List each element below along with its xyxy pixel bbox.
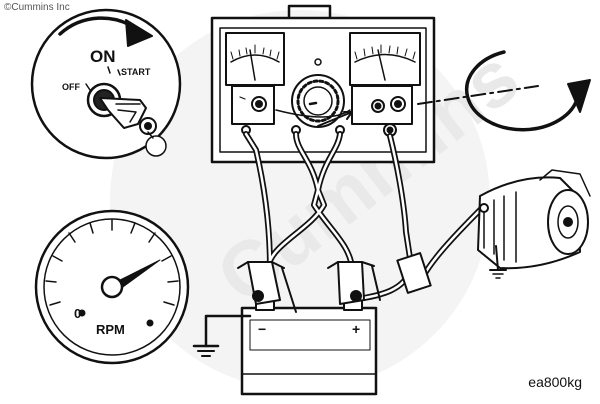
test-cables-inner bbox=[244, 132, 486, 300]
alternator-icon bbox=[477, 169, 591, 279]
ignition-off-label: OFF bbox=[62, 82, 80, 92]
battery-negative-label: − bbox=[258, 321, 266, 337]
rotation-pointer-line bbox=[417, 85, 539, 105]
right-meter bbox=[349, 32, 421, 86]
load-knob bbox=[291, 74, 345, 128]
battery-positive-label: + bbox=[352, 321, 360, 337]
inductive-pickup bbox=[396, 252, 432, 294]
rotation-arrow-icon bbox=[464, 50, 591, 132]
tachometer-unit-label: RPM bbox=[96, 322, 125, 337]
negative-clamp-icon bbox=[237, 261, 297, 313]
tachometer-zero-label: 0 bbox=[74, 306, 81, 321]
figure-id: ea800kg bbox=[528, 374, 582, 390]
ground-icon bbox=[192, 314, 252, 357]
tester-icon bbox=[210, 4, 436, 164]
ignition-switch-icon: ON START OFF bbox=[30, 8, 182, 160]
ignition-start-label: START bbox=[121, 67, 151, 77]
left-control-panel bbox=[231, 85, 275, 125]
copyright-text: ©Cummins Inc bbox=[4, 2, 70, 13]
left-meter bbox=[225, 32, 285, 86]
tachometer-icon: 0 RPM bbox=[34, 209, 190, 365]
positive-clamp-icon bbox=[327, 261, 381, 305]
key-icon bbox=[99, 97, 167, 157]
right-control-panel bbox=[351, 85, 413, 125]
ignition-on-label: ON bbox=[90, 47, 116, 66]
battery-icon: − + bbox=[240, 297, 378, 396]
